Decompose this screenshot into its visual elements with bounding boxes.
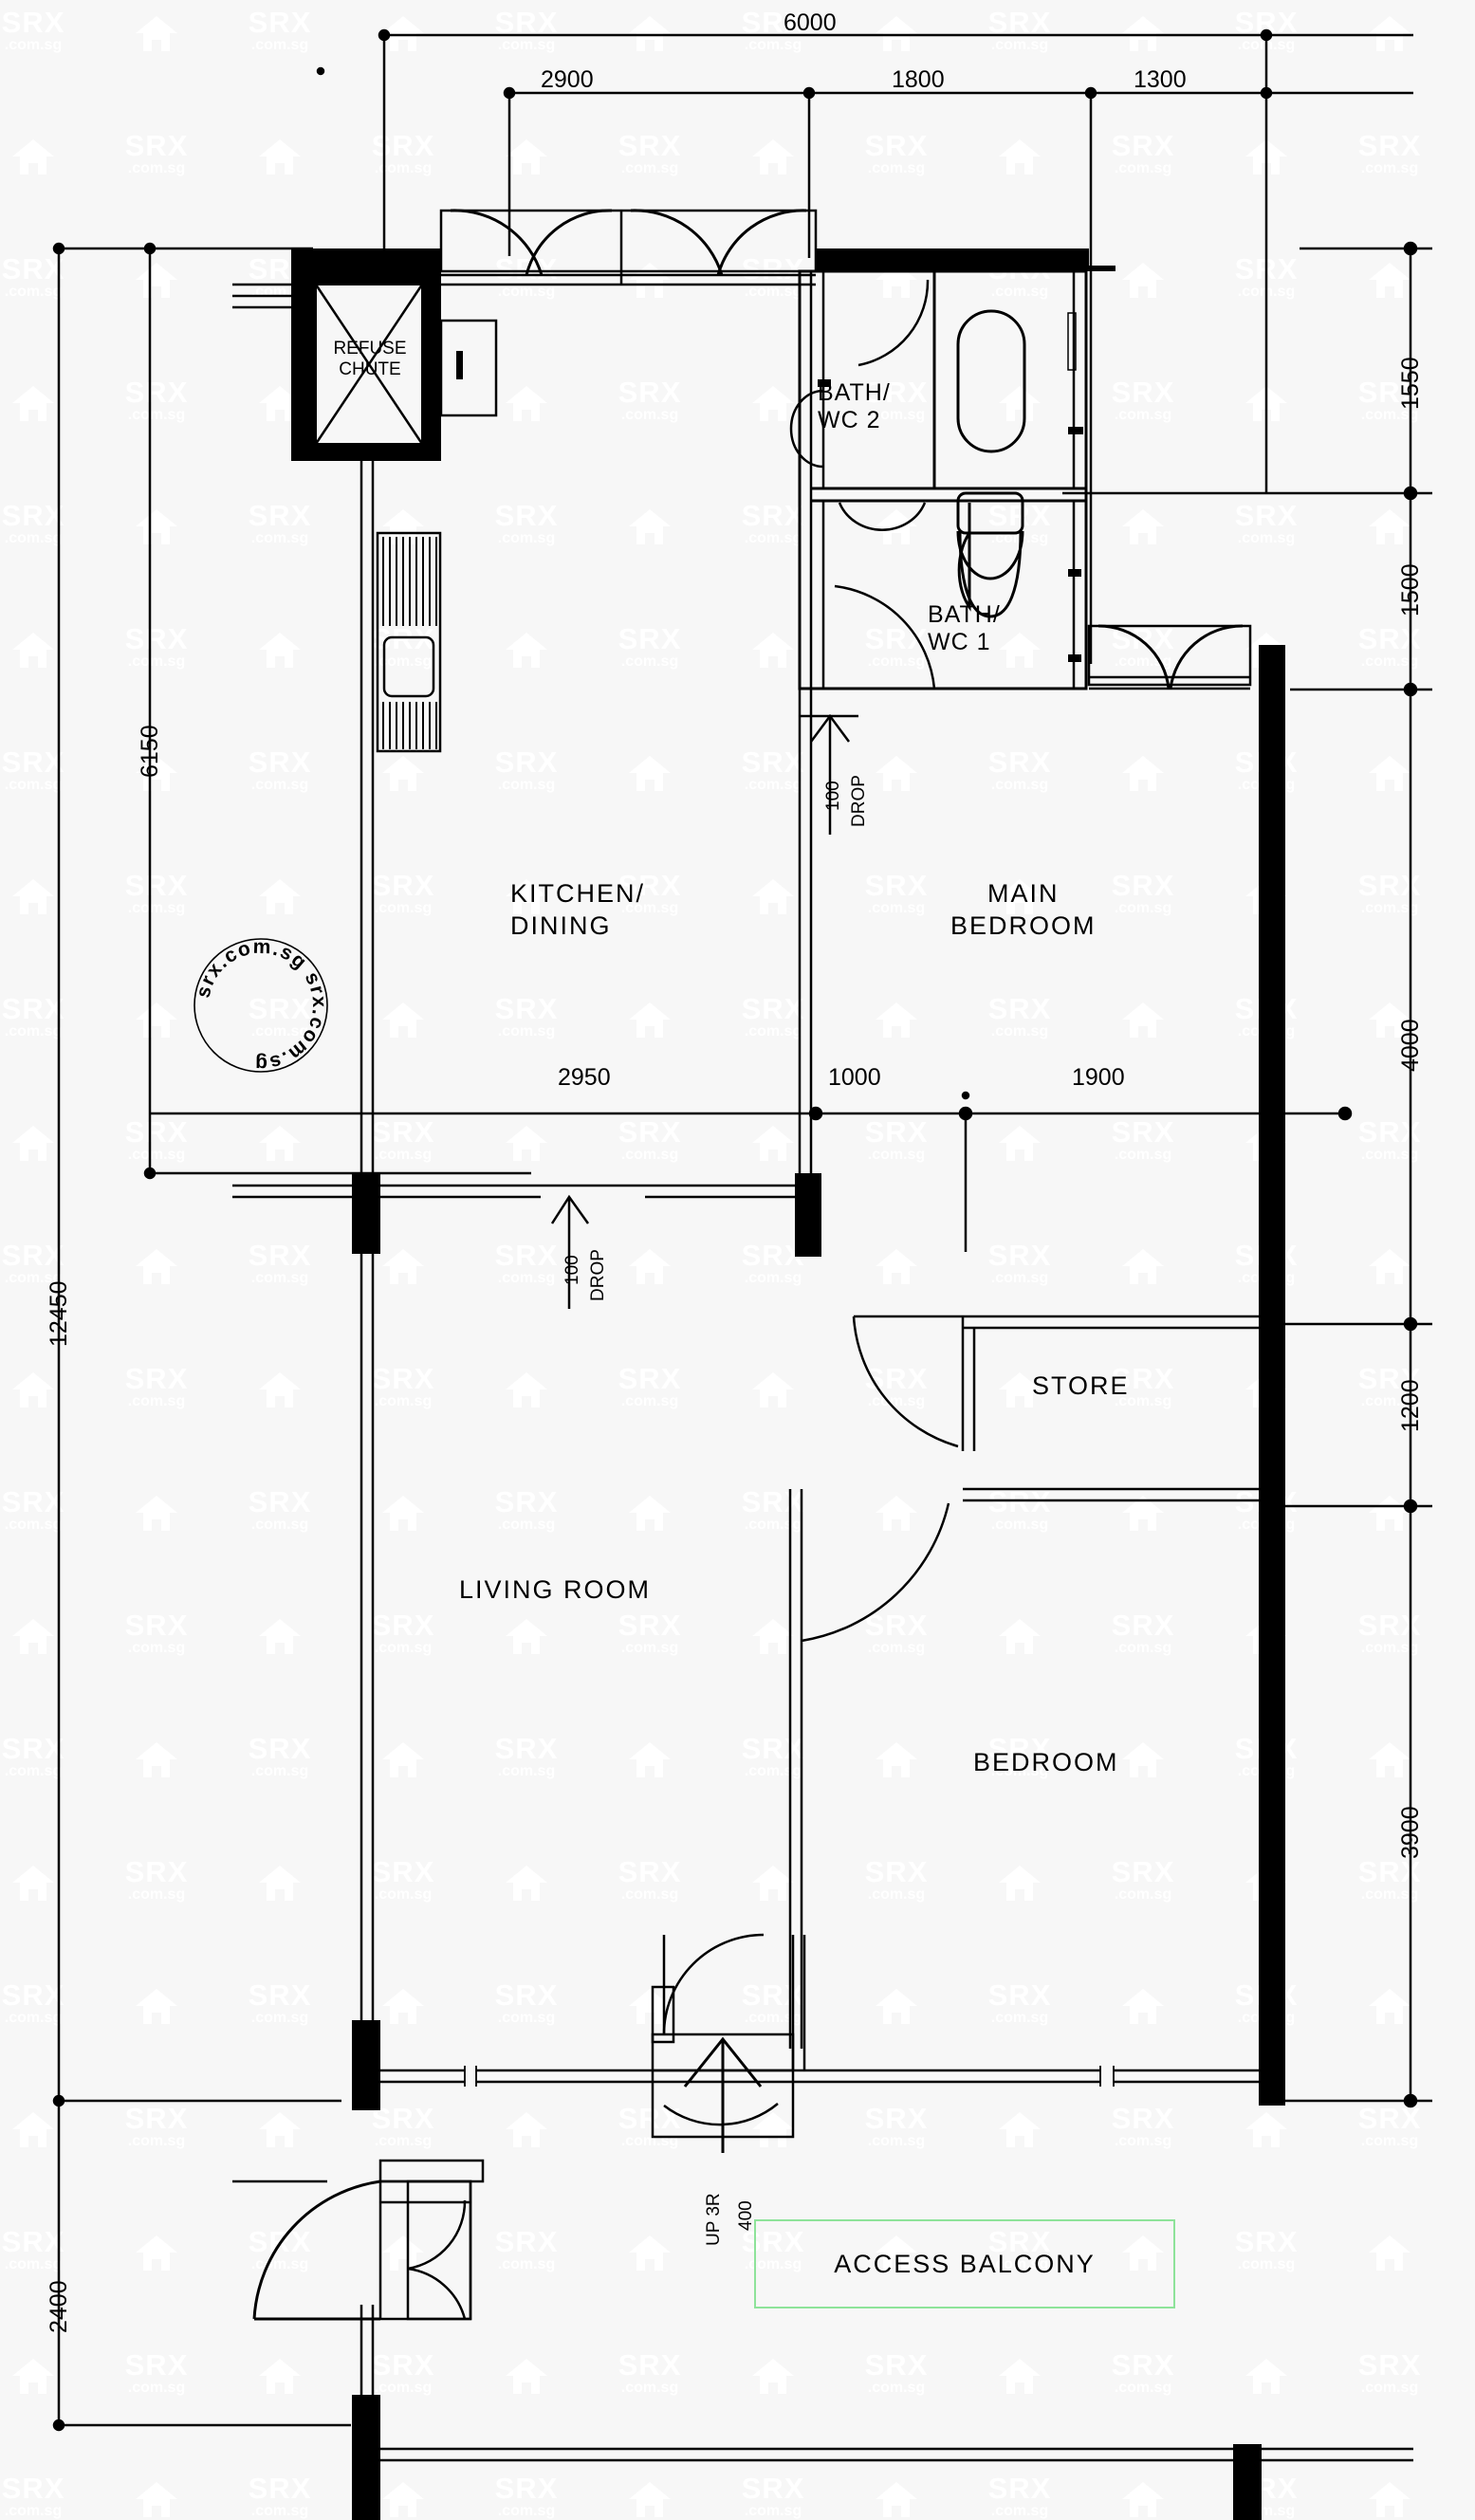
room-label-bath-wc-1: BATH/WC 1 — [928, 601, 1001, 655]
dim-mid-1900: 1900 — [1072, 1064, 1125, 1091]
room-label-kitchen-dining: KITCHEN/DINING — [510, 879, 646, 940]
srx-circular-stamp: srx.com.sg srx.com.sg — [193, 936, 331, 1075]
dim-right-1500: 1500 — [1397, 563, 1424, 616]
dim-left-overall: 12450 — [46, 1280, 72, 1347]
annotation-drop-upper-text: DROP — [849, 775, 869, 827]
dim-right-4000: 4000 — [1397, 1019, 1424, 1072]
dim-top-1300: 1300 — [1134, 66, 1187, 93]
dim-right-3900: 3900 — [1397, 1806, 1424, 1859]
dim-left-bottom: 2400 — [46, 2280, 72, 2333]
annotation-drop-lower-text: DROP — [588, 1249, 608, 1301]
dim-mid-2950: 2950 — [558, 1064, 611, 1091]
room-label-store: STORE — [1032, 1371, 1130, 1400]
room-label-living-room: LIVING ROOM — [459, 1575, 652, 1604]
room-label-bath-wc-2: BATH/WC 2 — [818, 379, 891, 433]
svg-text:srx.com.sg srx.com.sg: srx.com.sg srx.com.sg — [193, 936, 331, 1075]
dim-right-1200: 1200 — [1397, 1379, 1424, 1432]
dim-left-inner: 6150 — [137, 725, 163, 778]
dim-top-1800: 1800 — [892, 66, 945, 93]
dim-top-overall: 6000 — [784, 9, 837, 36]
dim-top-2900: 2900 — [541, 66, 594, 93]
annotation-stair-up-text: UP 3R — [704, 2193, 724, 2246]
access-balcony-label-box: ACCESS BALCONY — [754, 2219, 1175, 2308]
access-balcony-label: ACCESS BALCONY — [834, 2249, 1096, 2278]
room-label-bedroom: BEDROOM — [973, 1748, 1119, 1776]
dim-right-1550: 1550 — [1397, 357, 1424, 410]
dim-mid-1000: 1000 — [828, 1064, 881, 1091]
annotation-drop-lower-value: 100 — [562, 1255, 582, 1285]
annotation-drop-upper-value: 100 — [823, 781, 843, 811]
